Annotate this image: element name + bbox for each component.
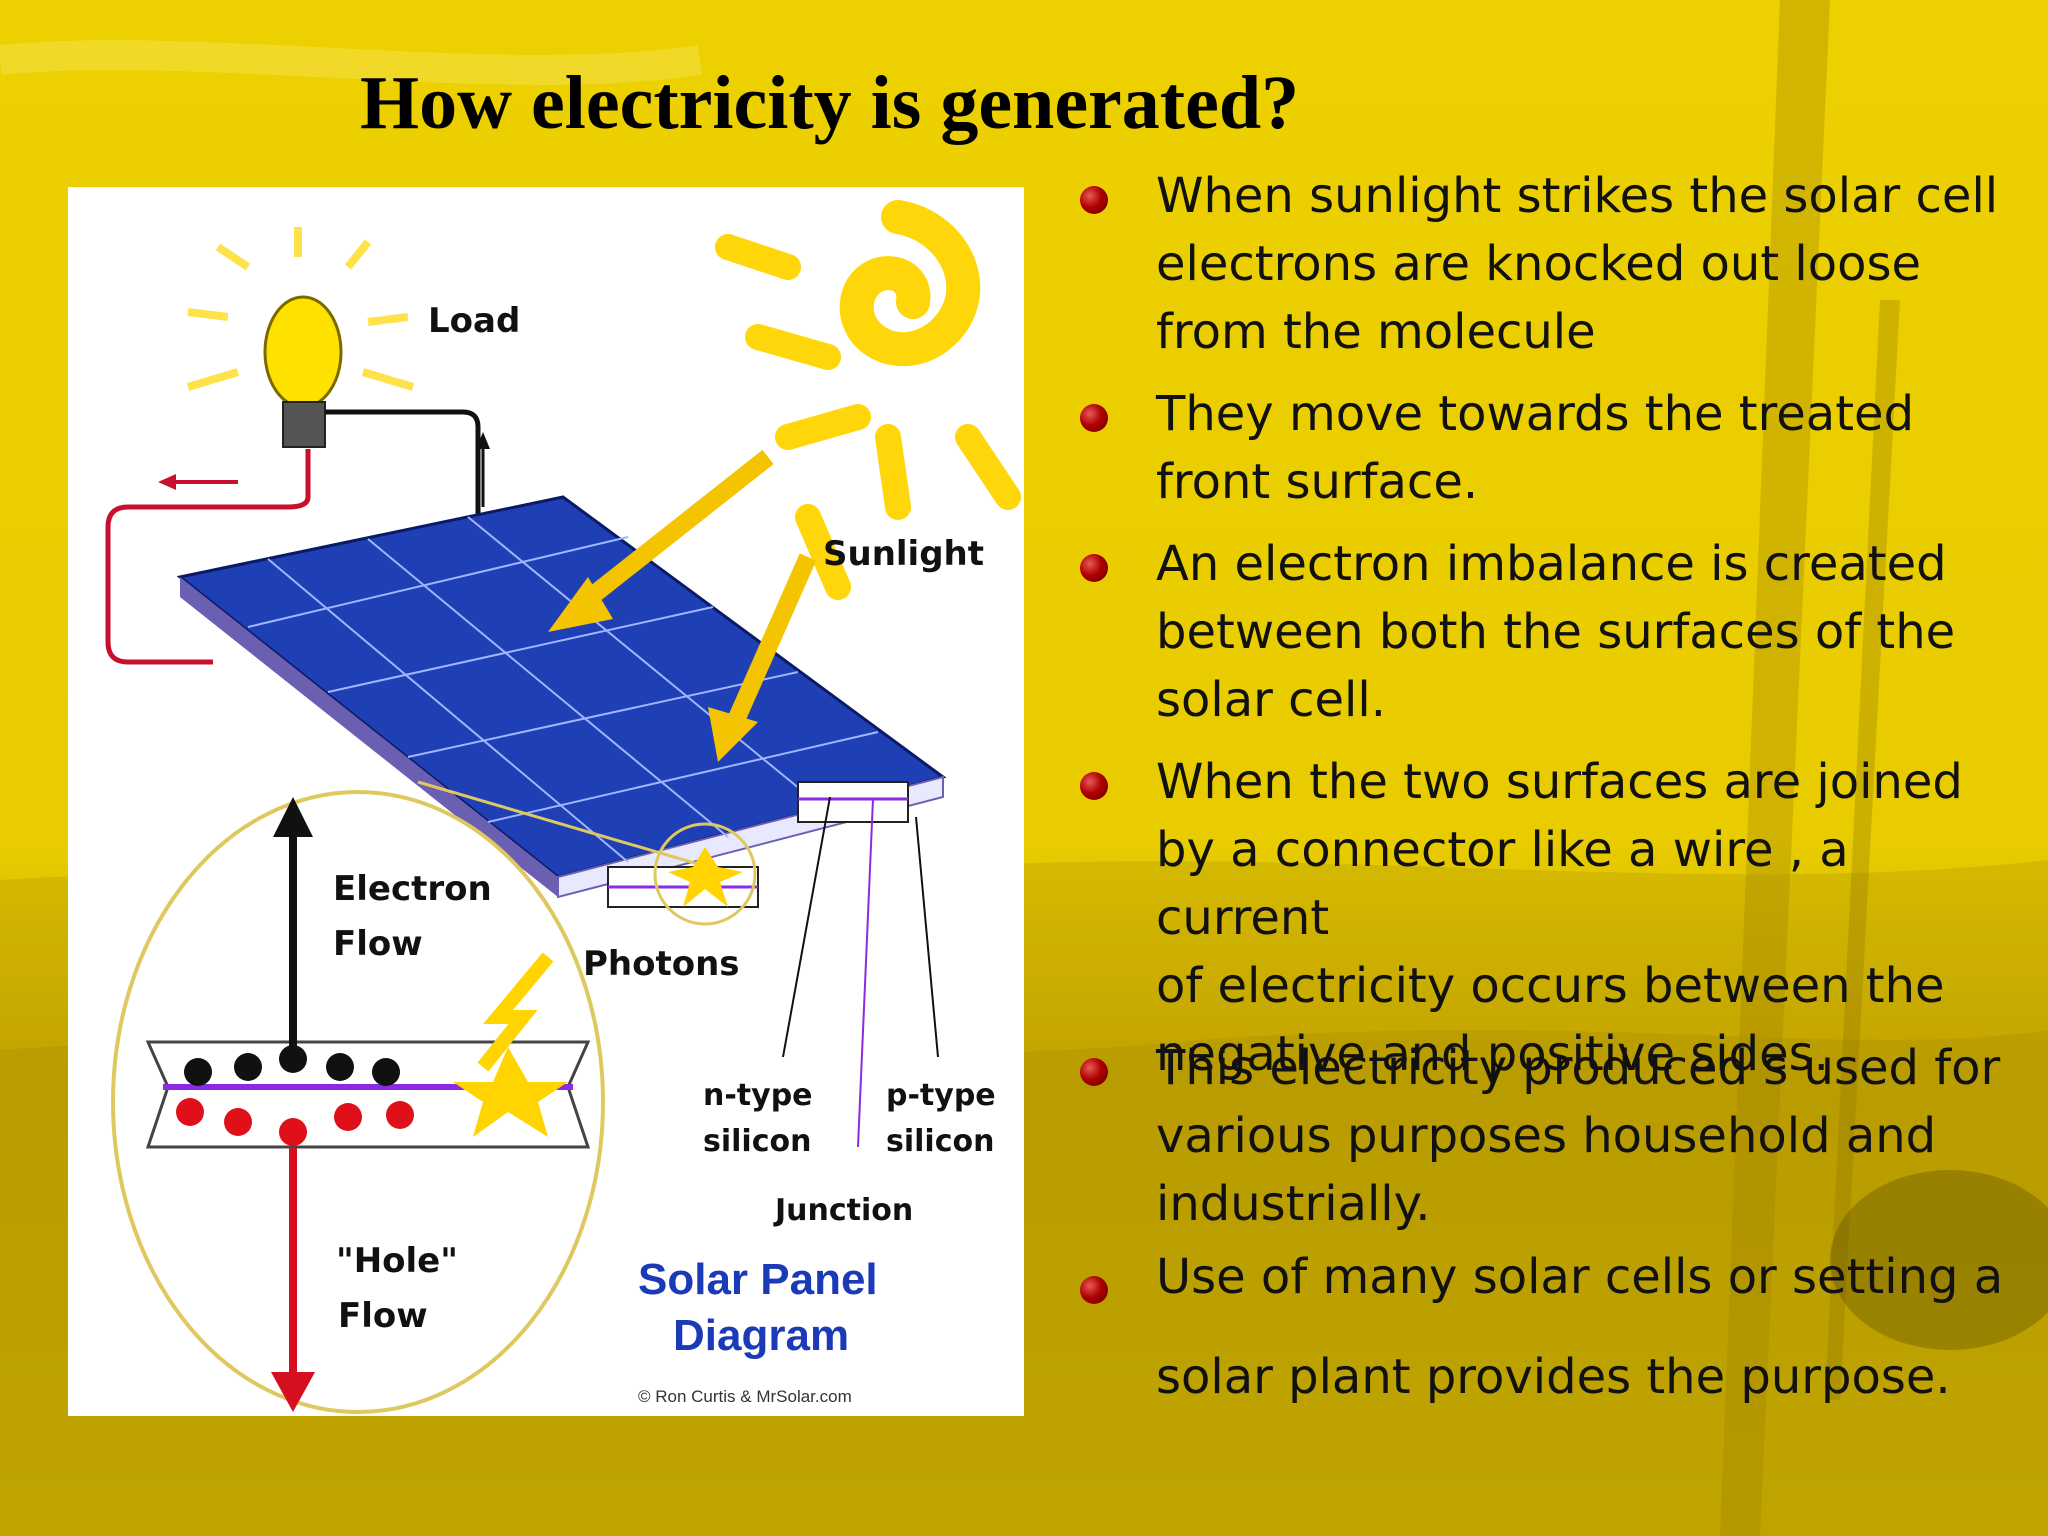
bullet-text: They move towards the treated front surf… (1156, 386, 1915, 510)
n-type-label-2: silicon (703, 1124, 811, 1159)
bullet-dot-icon (1080, 554, 1108, 582)
bullet-dot-icon (1080, 772, 1108, 800)
bullet-text: This electricity produced s used for var… (1156, 1040, 2001, 1232)
bullet-dot-icon (1080, 186, 1108, 214)
bullet-text: When the two surfaces are joined by a co… (1156, 754, 1963, 1082)
hole-flow-label-2: Flow (338, 1296, 428, 1336)
bullet-text: When sunlight strikes the solar cell ele… (1156, 168, 1999, 360)
solar-panel (176, 495, 947, 899)
electron-flow-label-1: Electron (333, 869, 492, 909)
p-type-label-1: p-type (886, 1078, 996, 1113)
electron-flow-label-2: Flow (333, 924, 423, 964)
junction-label: Junction (773, 1193, 913, 1228)
diagram-drawing: Load Sunlight Electron Flow Photons n-ty… (105, 200, 1021, 1414)
n-type-label-1: n-type (703, 1078, 813, 1113)
diagram-caption-1: Solar Panel (638, 1255, 878, 1304)
bullet-text: Use of many solar cells or setting a sol… (1156, 1249, 2004, 1405)
p-type-label-2: silicon (886, 1124, 994, 1159)
solar-panel-diagram: Load Sunlight Electron Flow Photons n-ty… (68, 187, 1024, 1416)
photons-label: Photons (583, 944, 740, 984)
electron-particles (184, 1045, 400, 1086)
load-label: Load (428, 301, 520, 341)
bullet-dot-icon (1080, 1058, 1108, 1086)
sun-icon (715, 200, 1021, 600)
slide-title: How electricity is generated? (360, 61, 1300, 145)
bullet-dot-icon (1080, 404, 1108, 432)
hole-flow-label-1: "Hole" (336, 1241, 458, 1281)
diagram-caption-2: Diagram (673, 1311, 849, 1360)
diagram-credit: © Ron Curtis & MrSolar.com (638, 1387, 852, 1406)
bullet-text: An electron imbalance is created between… (1156, 536, 1956, 728)
bullet-dot-icon (1080, 1276, 1108, 1304)
sunlight-label: Sunlight (823, 534, 984, 574)
light-bulb-icon (186, 227, 415, 448)
hole-particles (176, 1098, 414, 1146)
